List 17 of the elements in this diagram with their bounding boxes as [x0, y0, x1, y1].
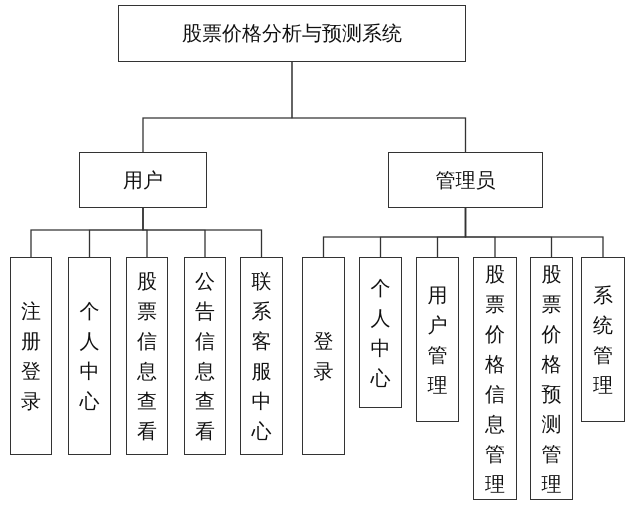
- module-box: 用户管理: [416, 257, 459, 422]
- module-box: 公告信息查看: [184, 257, 226, 455]
- module-box: 管理员: [388, 152, 543, 208]
- module-box: 股票信息查看: [126, 257, 168, 455]
- module-box: 登录: [302, 257, 345, 455]
- module-box: 系统管理: [581, 257, 625, 422]
- connector-line: [142, 208, 262, 257]
- module-box: 联系客服中心: [240, 257, 283, 455]
- module-box: 个人中心: [68, 257, 111, 455]
- module-box: 注册登录: [10, 257, 52, 455]
- module-box: 用户: [79, 152, 207, 208]
- title-box: 股票价格分析与预测系统: [118, 5, 466, 62]
- connector-line: [291, 62, 466, 152]
- module-box: 股票价格预测管理: [530, 257, 573, 500]
- module-box: 股票价格信息管理: [473, 257, 517, 500]
- module-box: 个人中心: [359, 257, 402, 408]
- connector-line: [464, 208, 604, 257]
